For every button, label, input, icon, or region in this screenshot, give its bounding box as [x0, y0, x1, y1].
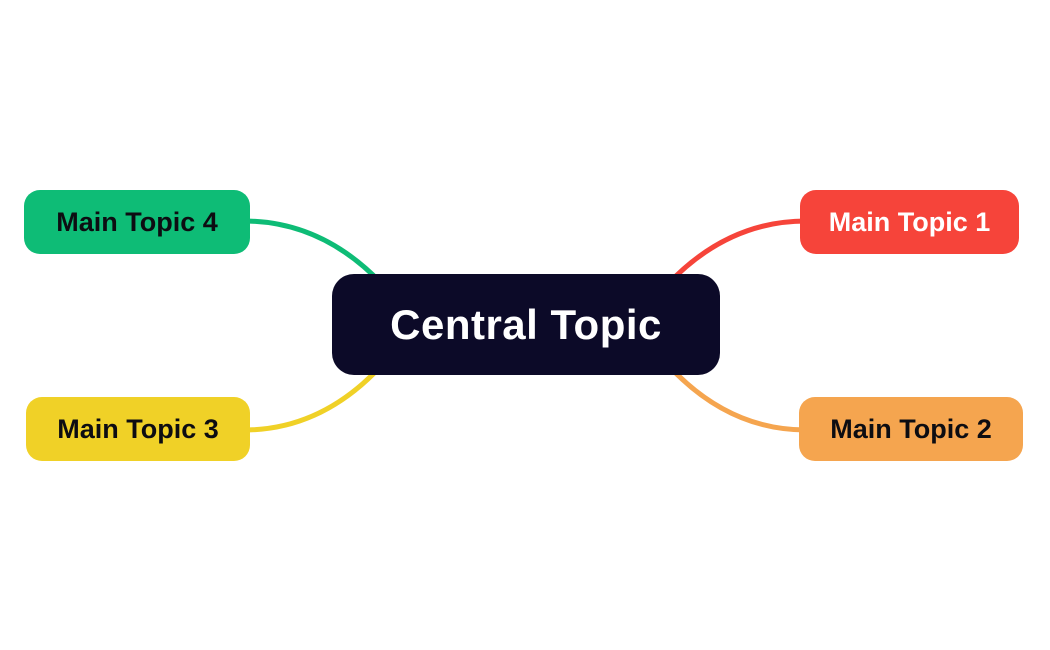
topic-3-label: Main Topic 3 [57, 413, 219, 444]
topic-node-3[interactable]: Main Topic 3 [26, 397, 250, 461]
central-topic-node[interactable]: Central Topic [332, 274, 720, 375]
topic-node-2[interactable]: Main Topic 2 [799, 397, 1023, 461]
topic-4-label: Main Topic 4 [56, 206, 218, 237]
topic-node-4[interactable]: Main Topic 4 [24, 190, 250, 254]
connector-topic-2 [665, 362, 809, 433]
connector-topic-4 [241, 218, 385, 287]
topic-node-1[interactable]: Main Topic 1 [800, 190, 1019, 254]
topic-1-label: Main Topic 1 [828, 206, 991, 237]
connector-topic-1 [665, 218, 809, 287]
connector-topic-3 [241, 362, 385, 433]
central-topic-label: Central Topic [390, 300, 662, 348]
topic-2-label: Main Topic 2 [830, 413, 992, 444]
